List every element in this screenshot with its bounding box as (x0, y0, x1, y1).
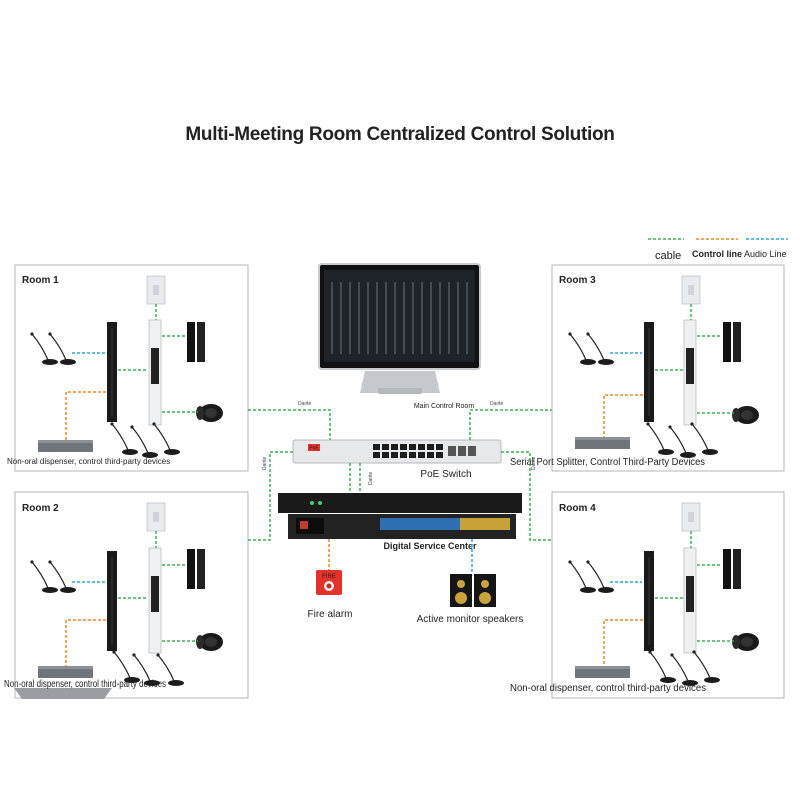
poe-badge-label: PoE (309, 446, 319, 452)
conference-mic-icon (567, 559, 597, 594)
network-links: Dante Dante Dante Dante Dante (248, 401, 552, 574)
conference-mic-icon (151, 421, 181, 456)
room-3-note: Serial Port Splitter, Control Third-Part… (510, 457, 705, 468)
sfp-port (468, 446, 476, 456)
room-4-note: Non-oral dispenser, control third-party … (510, 683, 706, 694)
room-2-title: Room 2 (22, 503, 59, 514)
room-1: Room 1 Non-oral dispenser, control third… (7, 264, 249, 472)
dispenser-icon (38, 440, 93, 452)
dispenser-icon (38, 666, 93, 678)
poe-port (409, 444, 416, 450)
wall-panel-icon (681, 275, 701, 305)
conference-mic-icon (29, 331, 59, 366)
poe-switch-label: PoE Switch (420, 469, 471, 480)
ceiling-speaker-icon (732, 406, 759, 424)
dispenser-icon (575, 666, 630, 678)
audio-processor-icon (106, 550, 118, 652)
dante-link-label: Dante (298, 401, 312, 407)
poe-switch: PoE PoE Switch (292, 439, 502, 480)
poe-port (382, 444, 389, 450)
dante-link-label: Dante (368, 471, 374, 485)
room-1-note: Non-oral dispenser, control third-party … (7, 457, 170, 466)
column-speaker-icon (723, 322, 741, 362)
legend-control-label: Control line (692, 249, 742, 259)
poe-port (436, 452, 443, 458)
column-speaker-icon (187, 549, 205, 589)
active-monitor-speakers: Active monitor speakers (417, 574, 524, 625)
column-speaker-icon (187, 322, 205, 362)
active-monitor-speakers-label: Active monitor speakers (417, 614, 524, 625)
poe-port (427, 444, 434, 450)
page-title: Multi-Meeting Room Centralized Control S… (185, 124, 614, 145)
audio-processor-icon (643, 550, 655, 652)
poe-port (391, 444, 398, 450)
digital-service-center-label: Digital Service Center (383, 541, 477, 551)
dante-link-label: Dante (531, 456, 537, 470)
conference-mic-icon (567, 331, 597, 366)
room-2-note: Non-oral dispenser, control third-party … (4, 679, 166, 690)
poe-port (373, 444, 380, 450)
network-switch-icon (683, 319, 697, 426)
network-switch-icon (683, 547, 697, 654)
audio-processor-icon (106, 321, 118, 423)
room-1-title: Room 1 (22, 275, 59, 286)
poe-port (400, 444, 407, 450)
wall-panel-icon (146, 502, 166, 532)
dante-link-label: Dante (262, 456, 268, 470)
room-2: Room 2 Non-oral dispenser, control third… (4, 491, 249, 699)
room-3-title: Room 3 (559, 275, 596, 286)
main-control-room-label: Main Control Room (414, 403, 474, 410)
column-speaker-icon (723, 549, 741, 589)
poe-port (382, 452, 389, 458)
ceiling-speaker-icon (196, 404, 223, 422)
dante-link-label: Dante (490, 401, 504, 407)
ceiling-speaker-icon (196, 633, 223, 651)
sfp-port (458, 446, 466, 456)
fire-alarm-label: Fire alarm (307, 609, 352, 620)
poe-port (400, 452, 407, 458)
conference-mic-icon (29, 559, 59, 594)
wall-panel-icon (681, 502, 701, 532)
poe-port (418, 444, 425, 450)
poe-port (373, 452, 380, 458)
conference-mic-icon (109, 421, 139, 456)
poe-port (427, 452, 434, 458)
poe-port (409, 452, 416, 458)
legend-cable-label: cable (655, 250, 681, 262)
sfp-port (448, 446, 456, 456)
room-4-title: Room 4 (559, 503, 596, 514)
conference-mic-icon (691, 649, 721, 684)
poe-port (418, 452, 425, 458)
room-4: Room 4 Non-oral dispenser, control third… (510, 491, 785, 699)
legend: cable Control line Audio Line (648, 238, 788, 262)
serial-splitter-icon (575, 437, 630, 449)
legend-audio-label: Audio Line (744, 249, 787, 259)
audio-processor-icon (643, 321, 655, 423)
poe-port (436, 444, 443, 450)
poe-port (391, 452, 398, 458)
room-3: Room 3 Serial Port Splitter, Control Thi… (510, 264, 785, 472)
network-switch-icon (148, 319, 162, 426)
poe-badge (308, 444, 320, 451)
fire-sign-text: FIRE (322, 574, 336, 580)
conference-mic-icon (689, 421, 719, 456)
fire-alarm: FIRE Fire alarm (307, 570, 353, 620)
control-monitor (318, 263, 481, 394)
digital-service-center: Digital Service Center (278, 493, 522, 551)
ceiling-speaker-icon (732, 633, 759, 651)
wall-panel-icon (146, 275, 166, 305)
network-switch-icon (148, 547, 162, 654)
